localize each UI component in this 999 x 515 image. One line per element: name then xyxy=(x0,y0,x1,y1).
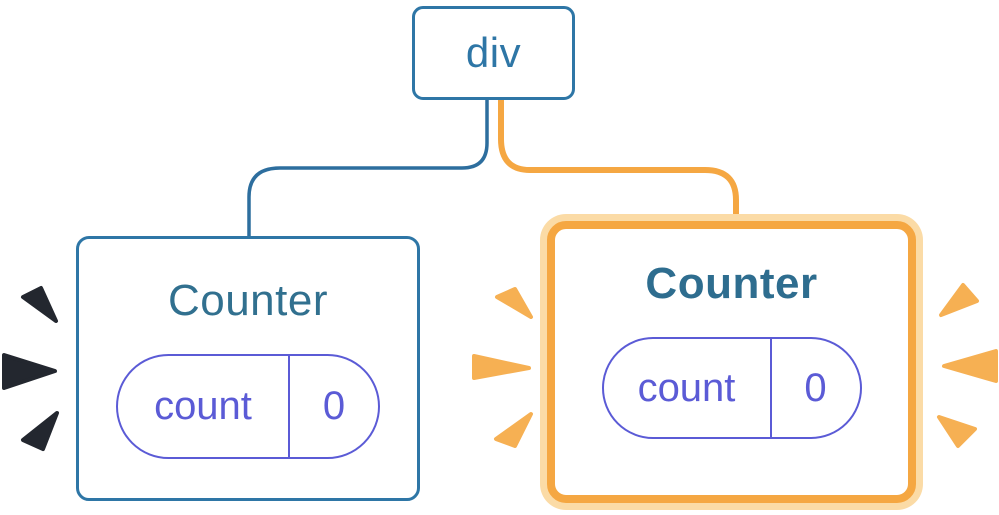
counter-title: Counter xyxy=(645,259,818,308)
state-pill: count 0 xyxy=(601,337,862,439)
counter-title: Counter xyxy=(167,276,329,325)
burst-mark-icon xyxy=(494,412,533,448)
root-node-label: div xyxy=(465,29,522,76)
right-counter-card-glow: Counter count 0 xyxy=(540,214,923,510)
burst-marks-right-counter-left xyxy=(472,287,533,448)
burst-mark-icon xyxy=(21,286,58,323)
burst-mark-icon xyxy=(939,283,979,317)
connector-to-right-counter xyxy=(498,99,739,232)
burst-mark-icon xyxy=(942,349,998,383)
connector-to-left-counter xyxy=(247,99,489,240)
burst-mark-icon xyxy=(2,353,57,390)
right-counter-card: Counter count 0 xyxy=(547,221,916,503)
burst-marks-left-counter xyxy=(2,286,59,451)
state-value: 0 xyxy=(288,356,378,457)
burst-mark-icon xyxy=(21,411,59,451)
burst-mark-icon xyxy=(495,287,533,319)
state-name: count xyxy=(637,365,736,410)
burst-mark-icon xyxy=(472,354,531,380)
left-counter-card: Counter count 0 xyxy=(76,236,420,501)
burst-mark-icon xyxy=(937,415,977,448)
state-pill: count 0 xyxy=(116,354,380,459)
state-value: 0 xyxy=(769,339,860,437)
burst-marks-right-counter-right xyxy=(937,283,998,448)
state-name: count xyxy=(154,384,252,428)
connector-casing xyxy=(490,88,747,241)
root-node: div xyxy=(412,6,575,100)
